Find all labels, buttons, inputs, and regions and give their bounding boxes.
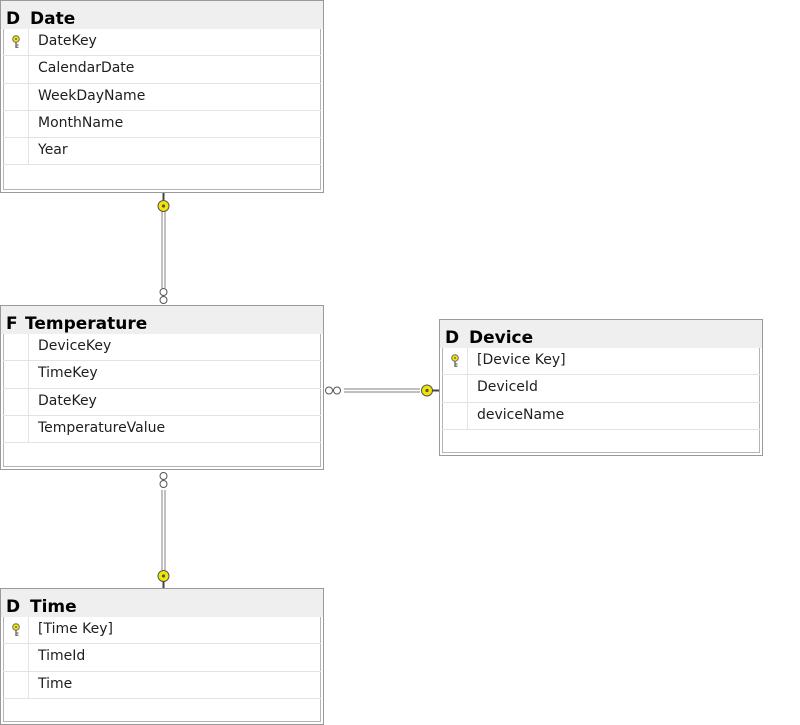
column-name: Year (38, 142, 68, 159)
key-end-icon (421, 384, 439, 397)
table-type-label: D (6, 9, 21, 29)
column-row[interactable]: Time (3, 671, 321, 699)
many-end-icon (159, 480, 168, 488)
table-name: Device (469, 328, 534, 348)
column-name: Time (38, 675, 73, 692)
column-name: TemperatureValue (38, 419, 166, 436)
column-list: [Device Key] DeviceId deviceName (442, 348, 760, 430)
column-row[interactable]: DateKey (3, 388, 321, 416)
column-name: DeviceKey (38, 338, 112, 354)
column-name: DateKey (38, 33, 97, 49)
column-row[interactable]: deviceName (442, 402, 760, 430)
table-time[interactable]: D Time [Time Key] TimeId Time (0, 588, 324, 725)
column-row[interactable]: [Time Key] (3, 617, 321, 645)
column-name: TimeId (38, 648, 86, 665)
table-name: Date (30, 9, 76, 29)
table-type-label: D (6, 597, 21, 617)
column-name: MonthName (38, 114, 124, 131)
column-row[interactable]: DeviceKey (3, 334, 321, 362)
table-header[interactable]: D Time (1, 589, 323, 617)
table-name: Temperature (25, 314, 148, 334)
primary-key-icon (12, 35, 20, 48)
column-row[interactable]: DateKey (3, 29, 321, 57)
table-device[interactable]: D Device [Device Key] DeviceId deviceNam… (439, 319, 763, 456)
column-name: [Device Key] (477, 352, 566, 368)
table-date[interactable]: D Date DateKey CalendarDate WeekDayName (0, 0, 324, 193)
column-name: [Time Key] (38, 621, 114, 637)
table-header[interactable]: D Date (1, 1, 323, 29)
relationship-date-temperature[interactable] (157, 193, 170, 304)
table-header[interactable]: F Temperature (1, 306, 323, 334)
table-type-label: D (445, 328, 460, 348)
column-row[interactable]: TimeId (3, 644, 321, 672)
column-row[interactable]: CalendarDate (3, 56, 321, 84)
many-end-icon (159, 296, 168, 304)
column-name: WeekDayName (38, 87, 146, 104)
primary-key-icon (12, 623, 20, 636)
relationship-temperature-time[interactable] (157, 472, 170, 589)
primary-key-icon (451, 354, 459, 367)
table-name: Time (30, 597, 77, 617)
column-row[interactable]: TemperatureValue (3, 415, 321, 444)
column-row[interactable]: DeviceId (442, 375, 760, 403)
key-end-icon (157, 570, 170, 588)
column-row[interactable]: Year (3, 138, 321, 166)
table-header[interactable]: D Device (440, 320, 762, 348)
column-name: deviceName (477, 406, 565, 423)
table-type-label: F (6, 314, 18, 334)
column-row[interactable]: MonthName (3, 110, 321, 139)
column-name: DateKey (38, 392, 97, 409)
relationship-temperature-device[interactable] (325, 384, 440, 397)
table-temperature[interactable]: F Temperature DeviceKey TimeKey DateKey … (0, 305, 324, 470)
column-row[interactable]: WeekDayName (3, 83, 321, 111)
column-row[interactable]: [Device Key] (442, 348, 760, 376)
many-end-icon (325, 386, 333, 395)
column-list: DeviceKey TimeKey DateKey TemperatureVal… (3, 334, 321, 444)
many-end-icon (159, 288, 168, 296)
column-name: TimeKey (38, 365, 98, 382)
column-name: DeviceId (477, 379, 538, 396)
column-list: [Time Key] TimeId Time (3, 617, 321, 699)
column-name: CalendarDate (38, 60, 135, 77)
key-end-icon (157, 193, 170, 212)
column-row[interactable]: TimeKey (3, 361, 321, 389)
many-end-icon (159, 472, 168, 480)
many-end-icon (333, 386, 341, 395)
column-list: DateKey CalendarDate WeekDayName MonthNa… (3, 29, 321, 166)
